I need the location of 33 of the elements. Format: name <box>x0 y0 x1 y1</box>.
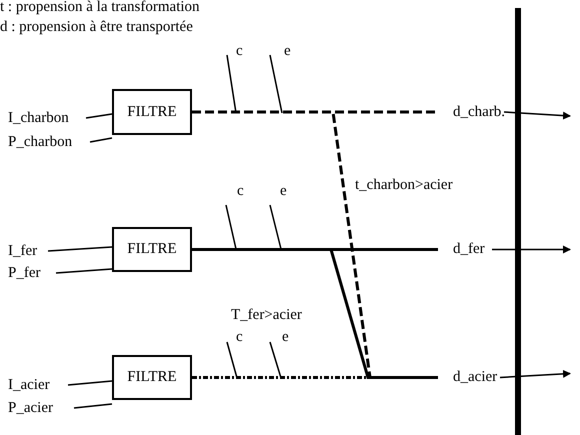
edge-label: t_charbon>acier <box>355 178 453 193</box>
signal-label: d_acier <box>438 366 510 388</box>
filter-box: FILTRE <box>112 355 192 400</box>
arrow <box>500 370 571 378</box>
signal-label: I_fer <box>8 240 48 262</box>
signal-label: P_fer <box>8 262 56 284</box>
connector-line <box>48 246 112 252</box>
signal-label: P_charbon <box>8 131 90 153</box>
connector-line <box>192 248 438 379</box>
arrow <box>492 246 571 254</box>
signal-label: I_acier <box>8 374 68 396</box>
tick-label: e <box>282 330 289 345</box>
connector-line <box>68 380 112 386</box>
signal-label: P_acier <box>8 397 74 419</box>
tick-label: c <box>236 44 243 59</box>
legend-note: d : propension à être transportée <box>0 20 193 35</box>
connector-line <box>86 113 112 119</box>
filter-box: FILTRE <box>112 227 192 272</box>
signal-label: d_fer <box>438 238 502 260</box>
vertical-bar <box>515 8 521 435</box>
tick-label: c <box>237 184 244 199</box>
connector-line <box>90 137 112 143</box>
tick-label: c <box>236 330 243 345</box>
tick-label: e <box>284 44 291 59</box>
tick-label: e <box>280 184 287 199</box>
signal-label: I_charbon <box>8 107 86 129</box>
connector-line <box>74 403 112 409</box>
legend-note: t : propension à la transformation <box>0 0 200 15</box>
edge-label: T_fer>acier <box>231 308 302 323</box>
connector-line <box>56 268 112 274</box>
signal-label: d_charb. <box>438 101 514 123</box>
arrow <box>504 111 571 120</box>
filter-box: FILTRE <box>112 89 192 135</box>
